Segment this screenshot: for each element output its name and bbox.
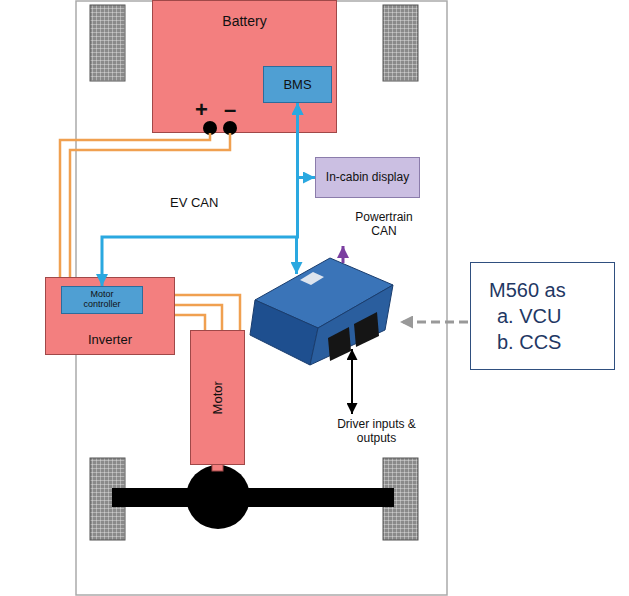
bus-label: EV CAN (170, 195, 218, 211)
io-label: Driver inputs & outputs (328, 417, 425, 446)
battery-terminal (203, 121, 217, 135)
axle (112, 488, 394, 507)
battery-box-fill (153, 1, 337, 133)
node-label: BMS (283, 77, 311, 93)
battery-box: BatteryBMS (152, 0, 337, 133)
motor-controller-box: Motor controller (61, 286, 143, 314)
ev-can-link-path (102, 103, 298, 286)
io-arrow (351, 349, 353, 414)
phase-cable-path (175, 295, 240, 330)
ev-can-link-path (298, 103, 316, 178)
inverter-box: Inverter Motor controller (45, 277, 175, 355)
hv-cable (60, 133, 230, 277)
terminal-sign: + (195, 99, 208, 121)
hv-cable-path (70, 133, 230, 277)
wheel (90, 5, 125, 81)
node-label: Battery (222, 13, 266, 30)
m560-ecu (250, 258, 393, 365)
node-label: In-cabin display (326, 170, 409, 184)
node-label: Motor controller (74, 290, 130, 310)
ev-can-link (298, 103, 316, 178)
wheel (383, 5, 418, 81)
callout-text: a. VCU (489, 304, 561, 328)
node-label: Motor (210, 381, 226, 414)
phase-cable-path (175, 305, 222, 330)
bms-box: BMS (263, 66, 332, 103)
differential (186, 465, 250, 529)
bus-label: Powertrain CAN (348, 210, 420, 239)
powertrain-can-arrow (342, 246, 345, 263)
inverter-box-fill (46, 278, 175, 355)
can-bus-line (295, 237, 298, 274)
callout-arrow (400, 321, 468, 324)
callout-text: b. CCS (489, 330, 561, 354)
phase-cable (175, 295, 240, 330)
phase-cable-path (175, 315, 205, 330)
terminal-sign: – (224, 99, 236, 121)
motor-shaft (212, 464, 223, 471)
callout-box: M560 asa. VCUb. CCS (470, 262, 615, 370)
ev-can-link (102, 103, 298, 286)
display-box: In-cabin display (315, 157, 420, 198)
node-label: Inverter (88, 332, 132, 348)
battery-terminal (223, 121, 237, 135)
callout-text: M560 as (489, 278, 566, 302)
motor-box: Motor (190, 330, 245, 465)
